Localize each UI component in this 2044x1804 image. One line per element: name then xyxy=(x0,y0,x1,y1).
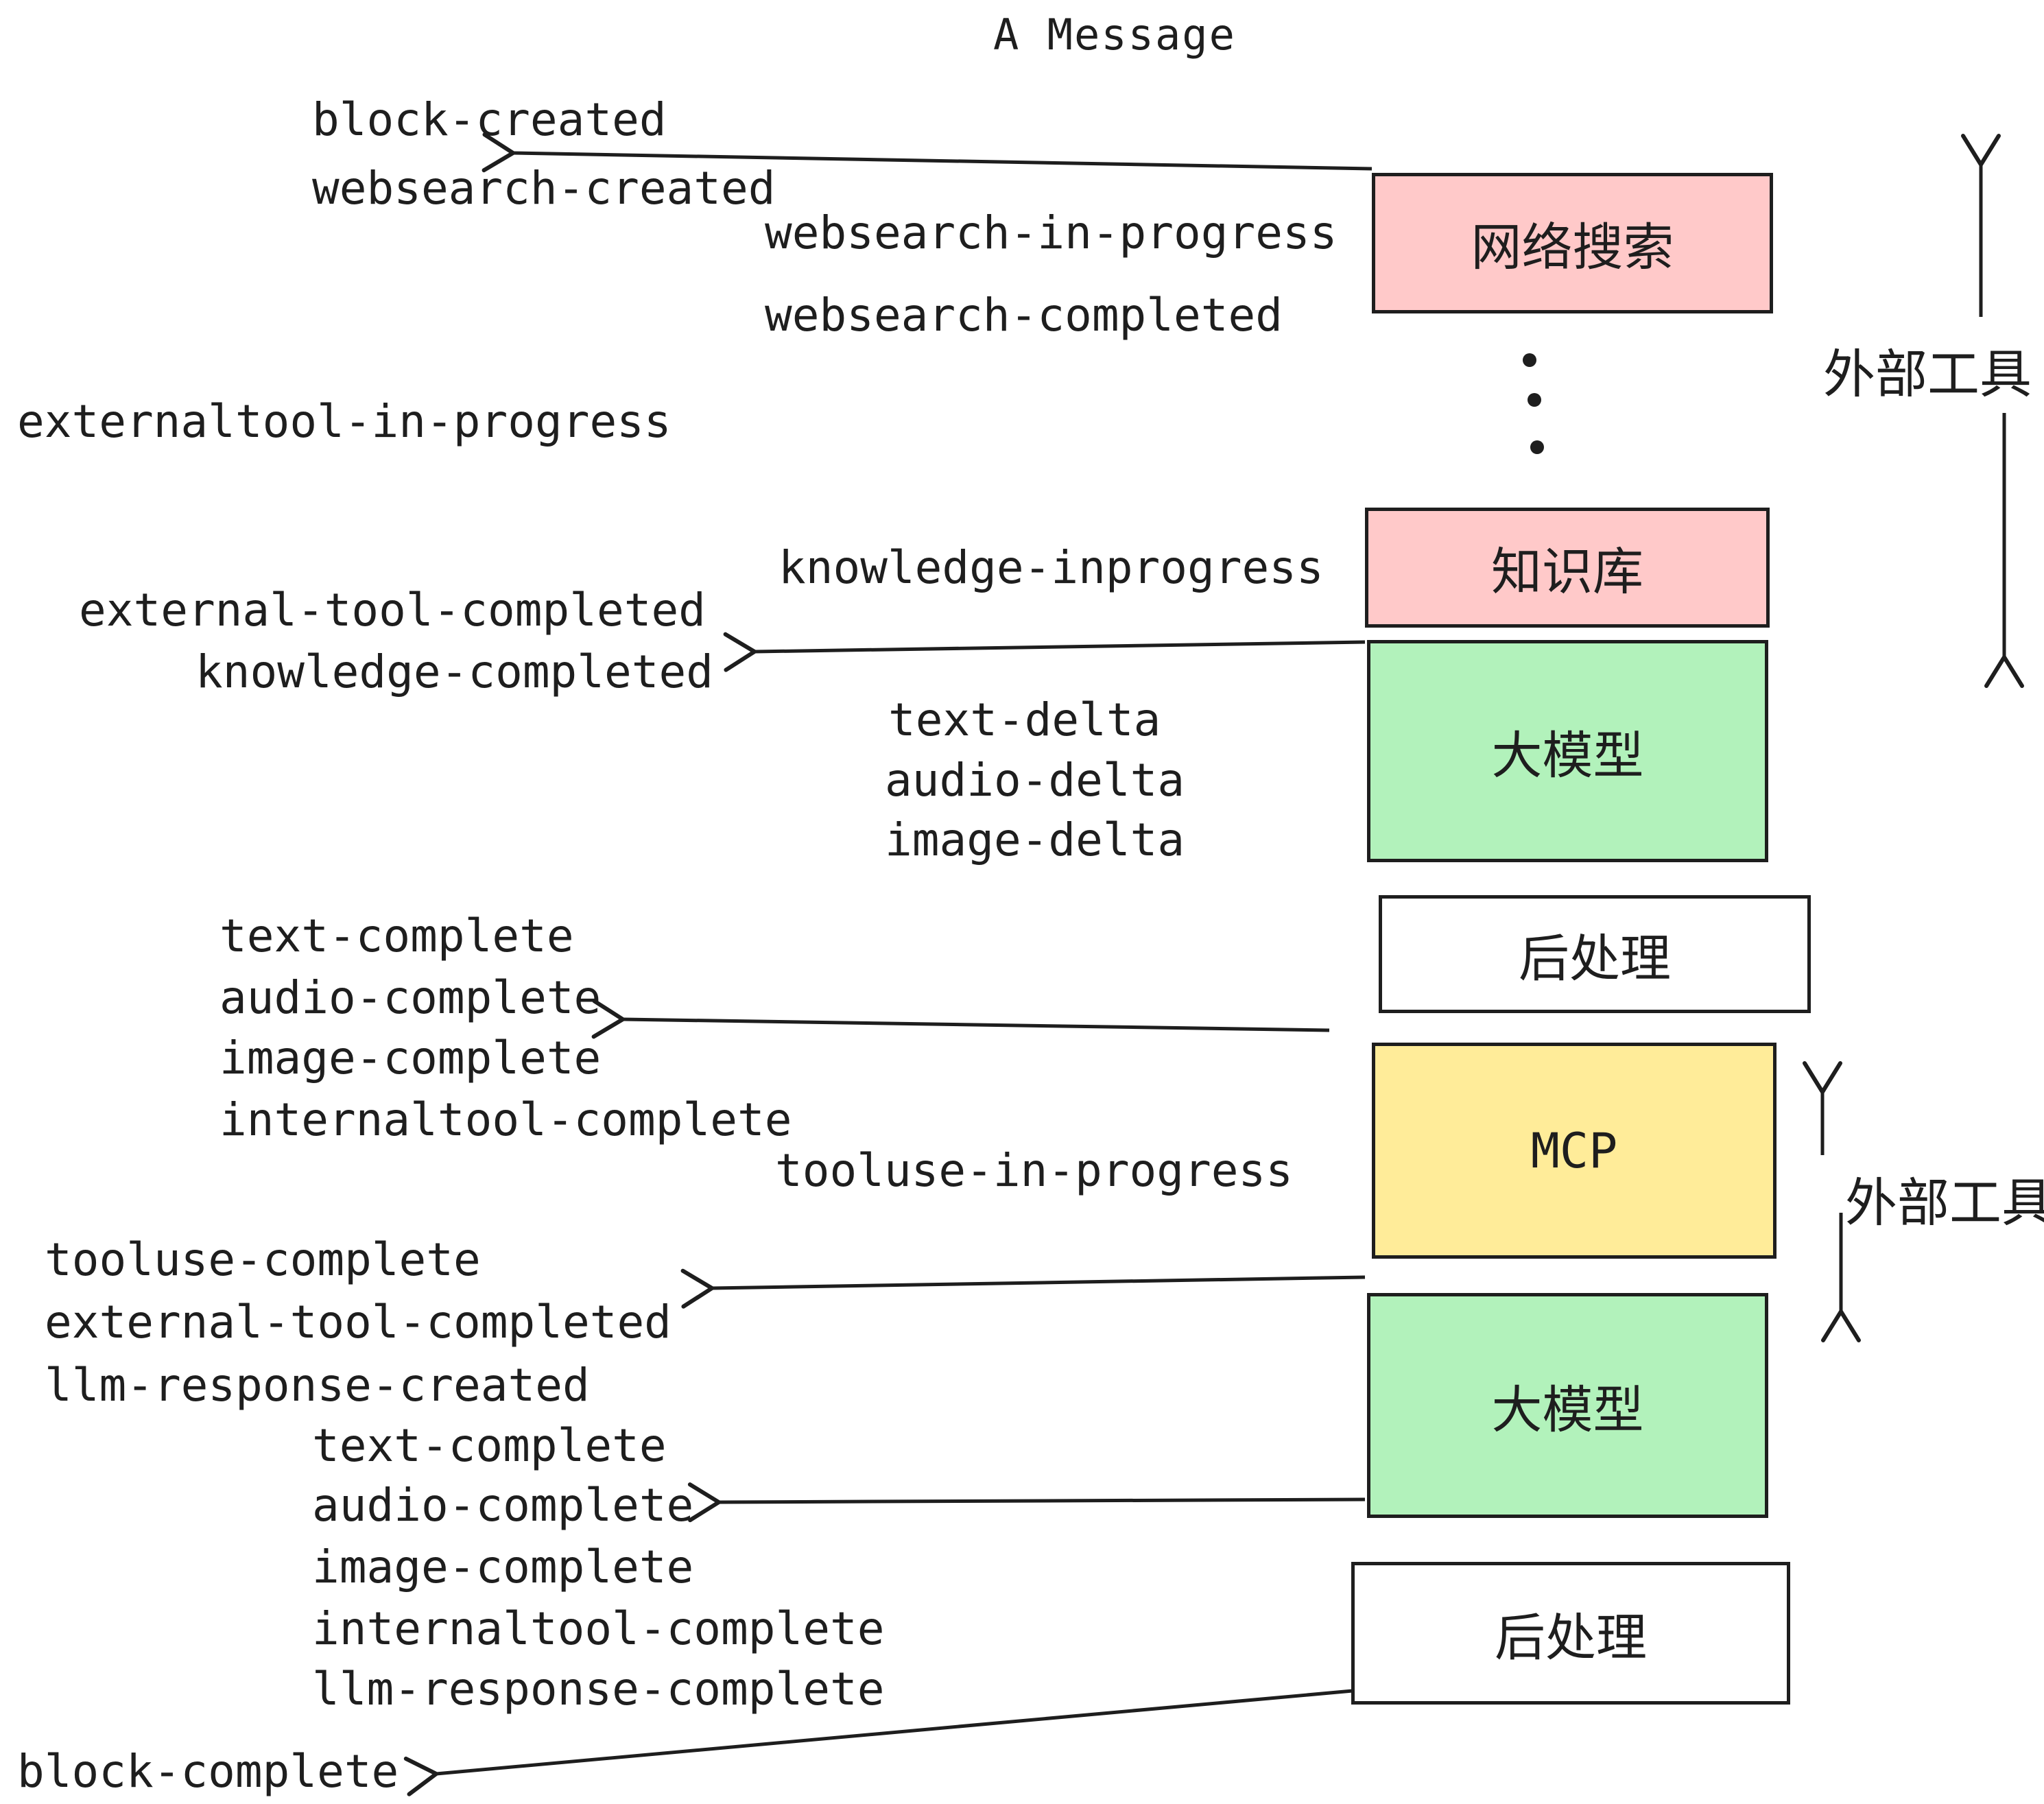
llm-box-1-label: 大模型 xyxy=(1491,726,1644,785)
event-label-image-complete: image-complete xyxy=(312,1541,694,1593)
event-label-websearch-completed: websearch-completed xyxy=(765,289,1283,342)
event-label-internaltool-complete: internaltool-complete xyxy=(219,1093,792,1146)
event-label-audio-complete: audio-complete xyxy=(219,971,602,1024)
postprocess-box-1: 后处理 xyxy=(1379,895,1811,1013)
mcp-box: MCP xyxy=(1372,1043,1776,1259)
external-tools-annotation-1: 外部工具 xyxy=(1823,344,2032,405)
ellipsis-dot xyxy=(1523,353,1536,367)
event-label-knowledge-completed: knowledge-completed xyxy=(195,645,713,698)
websearch-box-label: 网络搜索 xyxy=(1471,218,1674,277)
event-label-tooluse-complete: tooluse-complete xyxy=(45,1233,481,1286)
knowledge-box: 知识库 xyxy=(1365,508,1770,628)
event-label-knowledge-inprogress: knowledge-inprogress xyxy=(779,541,1324,594)
postprocess-box-2: 后处理 xyxy=(1351,1562,1790,1705)
postprocess-box-2-label: 后处理 xyxy=(1495,1608,1647,1667)
websearch-box: 网络搜索 xyxy=(1372,173,1773,313)
event-label-externaltool-in-progress: externaltool-in-progress xyxy=(17,395,672,448)
event-label-audio-delta: audio-delta xyxy=(885,754,1185,807)
diagram-title: A Message xyxy=(993,10,1236,60)
event-label-external-tool-completed: external-tool-completed xyxy=(45,1296,672,1349)
event-label-text-complete: text-complete xyxy=(312,1419,667,1472)
event-label-llm-response-created: llm-response-created xyxy=(45,1359,590,1412)
event-label-text-complete: text-complete xyxy=(219,910,574,962)
external-tools-annotation-2: 外部工具 xyxy=(1845,1172,2044,1233)
event-label-internaltool-complete: internaltool-complete xyxy=(312,1602,885,1655)
event-label-tooluse-in-progress: tooluse-in-progress xyxy=(775,1144,1293,1197)
llm-box-2-label: 大模型 xyxy=(1491,1380,1644,1440)
arrow-to-tooluse-complete xyxy=(680,1268,1366,1309)
arrow-to-knowledge-completed xyxy=(723,632,1366,672)
ellipsis-dot xyxy=(1530,440,1544,454)
event-label-audio-complete: audio-complete xyxy=(312,1479,694,1532)
mcp-box-label: MCP xyxy=(1530,1122,1618,1179)
event-label-llm-response-complete: llm-response-complete xyxy=(312,1663,885,1716)
event-label-websearch-created: websearch-created xyxy=(312,162,776,215)
event-label-block-created: block-created xyxy=(312,93,667,146)
event-label-external-tool-completed: external-tool-completed xyxy=(79,584,706,637)
event-label-websearch-in-progress: websearch-in-progress xyxy=(765,206,1338,259)
arrow-to-audio-complete xyxy=(687,1482,1366,1523)
llm-box-1: 大模型 xyxy=(1367,640,1768,862)
event-label-block-complete: block-complete xyxy=(17,1745,399,1798)
llm-box-2: 大模型 xyxy=(1367,1293,1768,1518)
event-label-image-complete: image-complete xyxy=(219,1032,602,1084)
event-label-text-delta: text-delta xyxy=(888,693,1161,746)
ellipsis-dot xyxy=(1528,393,1541,407)
arrow-to-image-complete xyxy=(591,999,1330,1039)
event-label-image-delta: image-delta xyxy=(885,814,1185,866)
postprocess-box-1-label: 后处理 xyxy=(1519,929,1671,988)
knowledge-box-label: 知识库 xyxy=(1491,543,1643,602)
